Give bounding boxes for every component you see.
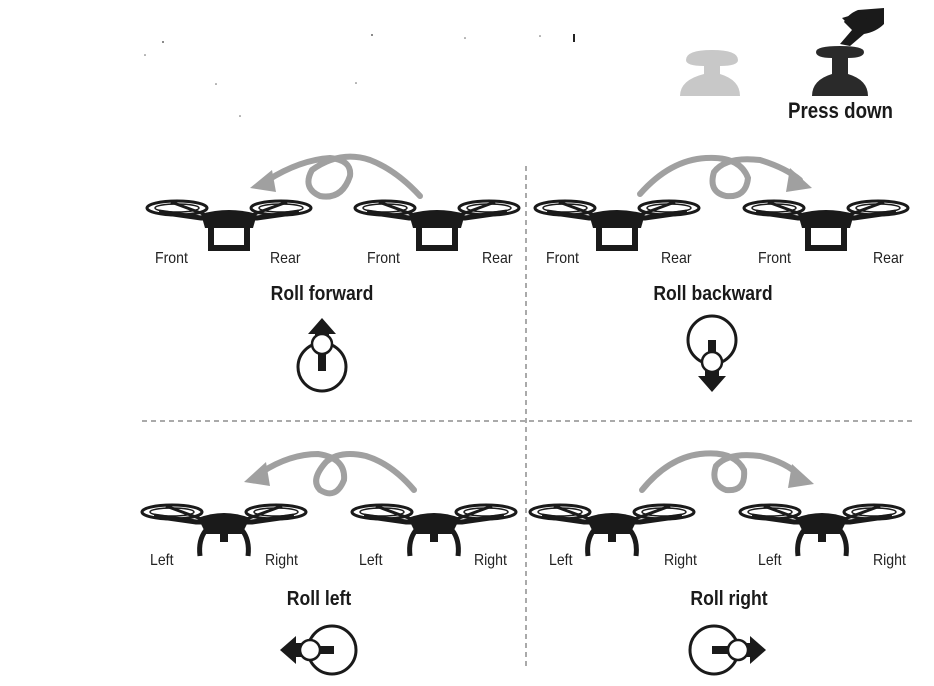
joystick-icon: [680, 50, 740, 96]
drone-label: Left: [359, 552, 383, 569]
panel-roll-backward: [535, 154, 908, 392]
drone-label: Left: [758, 552, 782, 569]
joystick-up-icon: [296, 318, 348, 393]
drone-label: Front: [155, 250, 188, 267]
flip-arrow-icon: [639, 450, 803, 494]
drone-label: Right: [474, 552, 507, 569]
drone-label: Front: [546, 250, 579, 267]
joystick-left-icon: [280, 624, 358, 676]
panel-title: Roll forward: [270, 283, 374, 305]
joystick-right-icon: [688, 624, 766, 676]
drone-label: Rear: [661, 250, 692, 267]
drone-icon: [355, 201, 519, 248]
joystick-down-icon: [686, 314, 738, 392]
flip-arrow-icon: [259, 450, 417, 497]
drone-icon: [740, 505, 904, 556]
panel-roll-right: [530, 450, 904, 676]
drone-icon: [352, 505, 516, 556]
drone-icon: [147, 201, 311, 248]
press-hand-icon: [812, 8, 884, 96]
panel-roll-forward: [147, 153, 519, 393]
drone-label: Rear: [482, 250, 513, 267]
press-down-label: Press down: [788, 98, 893, 123]
drone-icon: [142, 505, 306, 556]
drone-icon: [530, 505, 694, 556]
drone-icon: [535, 201, 699, 248]
drone-icon: [744, 201, 908, 248]
drone-label: Right: [664, 552, 697, 569]
drone-label: Right: [265, 552, 298, 569]
panel-title: Roll backward: [653, 283, 773, 305]
panel-roll-left: [142, 450, 516, 676]
panel-title: Roll right: [690, 588, 768, 610]
drone-label: Front: [758, 250, 791, 267]
flip-arrow-icon: [265, 153, 423, 200]
drone-label: Rear: [873, 250, 904, 267]
drone-label: Rear: [270, 250, 301, 267]
drone-label: Front: [367, 250, 400, 267]
drone-label: Left: [549, 552, 573, 569]
panel-title: Roll left: [286, 588, 352, 610]
specks: [144, 34, 575, 117]
drone-label: Right: [873, 552, 906, 569]
flip-arrow-icon: [637, 154, 803, 200]
drone-label: Left: [150, 552, 174, 569]
